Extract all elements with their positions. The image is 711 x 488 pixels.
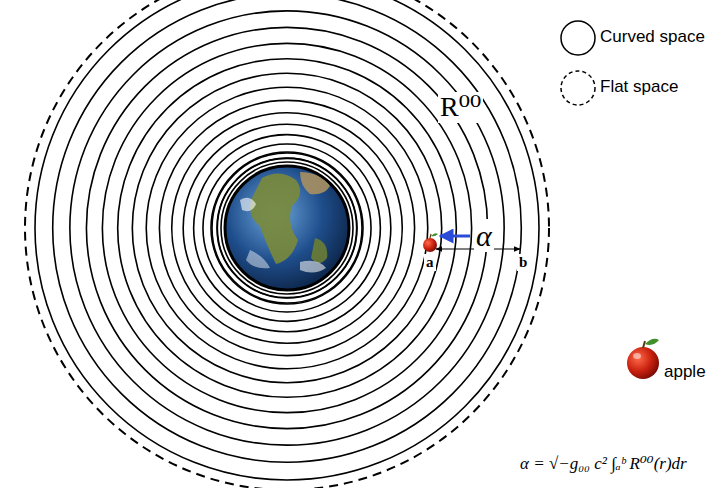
curved-space-rings — [35, 0, 539, 480]
curved-space-ring — [217, 158, 356, 297]
curved-space-ring — [183, 124, 391, 332]
legend-text: Flat space — [600, 78, 678, 97]
curved-space-ring — [194, 135, 381, 322]
legend-text: apple — [664, 363, 706, 382]
flat-space-circle — [25, 0, 549, 488]
ricci-label: R⁰⁰ — [438, 92, 483, 123]
curved-space-ring — [102, 43, 471, 412]
point-a-label: a — [424, 254, 436, 271]
small-apple — [423, 233, 438, 252]
alpha-label: α — [474, 219, 494, 252]
curved-space-ring — [217, 158, 357, 298]
curved-space-ring — [53, 0, 522, 462]
legend-solid-circle — [561, 21, 595, 55]
curved-space-ring — [132, 73, 441, 382]
legend-text: Curved space — [600, 28, 705, 47]
curved-space-ring — [146, 87, 428, 369]
formula: α = √−g₀₀ c² ∫ₐᵇ R⁰⁰(r)dr — [520, 455, 687, 474]
force-arrow — [440, 235, 470, 238]
earth — [225, 166, 349, 290]
curved-space-ring — [86, 27, 487, 428]
point-b-label: b — [517, 254, 529, 271]
curved-space-ring — [203, 144, 371, 312]
curved-space-ring — [172, 113, 403, 344]
curved-space-ring — [221, 162, 353, 294]
curved-space-ring — [212, 153, 362, 303]
curved-space-ring — [70, 11, 504, 445]
curved-space-ring — [35, 0, 539, 480]
curved-space-ring — [118, 59, 457, 398]
curved-space-ring — [211, 152, 363, 304]
legend-apple — [627, 339, 659, 379]
legend-dashed-circle — [561, 71, 595, 105]
curved-space-ring — [159, 100, 414, 355]
